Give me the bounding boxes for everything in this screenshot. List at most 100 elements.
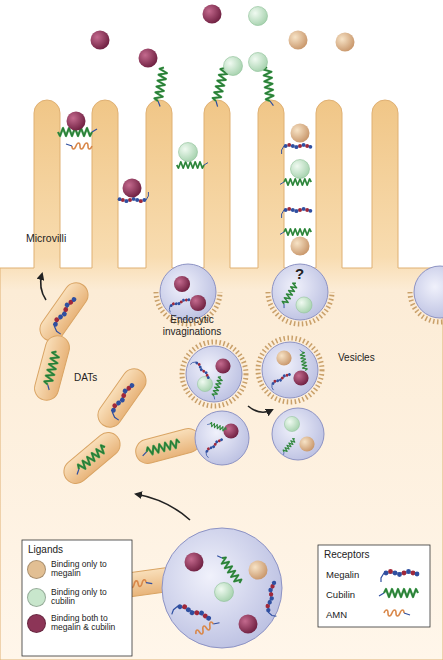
legend-row: AMN (326, 606, 422, 622)
art-rect (35, 278, 93, 346)
art-use (249, 53, 268, 72)
art-use (299, 349, 307, 371)
art-use (249, 561, 268, 580)
art-use (280, 179, 311, 185)
structure-label: Microvilli (26, 232, 96, 244)
art-use (174, 276, 190, 292)
art-use (185, 553, 204, 572)
legend-text: AMN (326, 609, 376, 620)
art-use (66, 143, 92, 149)
receptor-shape (384, 610, 410, 616)
art-use (224, 57, 243, 76)
art-use (203, 5, 222, 24)
structure-label: Vesicles (338, 352, 398, 364)
receptor-shape (381, 569, 419, 582)
art-rect (22, 540, 132, 656)
art-use (73, 444, 108, 475)
art-use (195, 618, 221, 636)
art-use (289, 31, 308, 50)
art-use (211, 67, 229, 107)
ligand-swatch (27, 588, 46, 607)
art-use (172, 601, 213, 627)
art-use (263, 67, 274, 107)
art-use (203, 437, 226, 458)
structure-label: Endocytic invaginations (150, 314, 234, 337)
art-use (141, 439, 181, 457)
legend-row: Cubilin (326, 586, 422, 602)
art-circle (262, 342, 318, 398)
legend-text: Binding only to megalin (51, 560, 127, 579)
art-use (139, 49, 158, 68)
art-use (264, 580, 282, 616)
receptor-symbol (376, 566, 422, 582)
art-rect (133, 426, 203, 466)
art-use (42, 351, 60, 391)
art-use (190, 359, 211, 382)
art-use (336, 33, 355, 52)
art-use (67, 112, 86, 131)
art-use (281, 438, 297, 456)
art-use (291, 160, 310, 179)
art-path (136, 494, 190, 520)
art-rect (93, 364, 151, 432)
receptor-symbol (376, 586, 422, 602)
art-use (207, 421, 227, 431)
art-path (41, 274, 46, 300)
art-use (291, 237, 310, 256)
art-rect (32, 333, 72, 403)
art-path (410, 292, 443, 322)
art-use (211, 376, 224, 400)
art-use (249, 7, 268, 26)
art-use (49, 295, 82, 334)
art-use (296, 297, 312, 313)
art-use (291, 124, 310, 143)
art-use (269, 371, 293, 390)
art-use (223, 423, 238, 438)
question-mark: ? (295, 265, 309, 282)
art-path (268, 292, 332, 324)
art-use (177, 162, 208, 168)
legend-heading: Ligands (28, 544, 118, 556)
legend-heading: Receptors (324, 549, 414, 561)
art-rect (59, 428, 125, 489)
art-circle (162, 528, 282, 648)
legend-row: Binding only to cubilin (27, 588, 127, 607)
art-circle (186, 346, 242, 402)
art-use (179, 143, 198, 162)
art-use (153, 67, 168, 107)
art-g (133, 426, 203, 466)
art-use (168, 297, 193, 313)
legend-row: Binding only to megalin (27, 560, 127, 579)
art-use (215, 583, 234, 602)
art-g (32, 333, 72, 403)
art-use (107, 381, 140, 420)
art-g (35, 278, 93, 346)
art-circle (195, 411, 249, 465)
art-circle (272, 264, 328, 320)
art-path (0, 100, 443, 660)
art-use (282, 143, 313, 154)
art-use (190, 295, 206, 311)
art-use (197, 376, 212, 391)
art-use (293, 370, 308, 385)
art-use (216, 552, 242, 585)
art-g (59, 428, 125, 489)
art-use (239, 615, 258, 634)
legend-text: Cubilin (326, 589, 376, 600)
art-circle (258, 338, 322, 402)
receptor-shape (379, 589, 418, 597)
art-use (282, 207, 313, 218)
art-circle (160, 264, 216, 320)
art-rect (318, 545, 430, 627)
art-use (284, 416, 299, 431)
art-use (299, 436, 314, 451)
art-use (280, 282, 298, 308)
art-g (93, 364, 151, 432)
legend-text: Binding both to megalin & cubilin (51, 614, 127, 633)
ligand-swatch (27, 560, 46, 579)
art-use (91, 31, 110, 50)
ligand-swatch (27, 614, 46, 633)
art-use (215, 358, 230, 373)
art-path (248, 406, 272, 412)
